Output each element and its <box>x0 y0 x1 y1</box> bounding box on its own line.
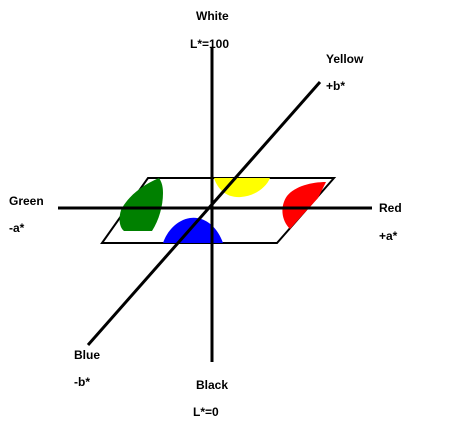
white-label: White <box>196 9 229 23</box>
blue-region <box>163 217 223 243</box>
red-label: Red <box>379 201 402 215</box>
plus-a-label: +a* <box>379 229 398 243</box>
yellow-label: Yellow <box>326 52 364 66</box>
green-region <box>119 178 163 231</box>
l-0-label: L*=0 <box>193 405 219 419</box>
blue-label: Blue <box>74 348 101 362</box>
minus-a-label: -a* <box>9 221 25 235</box>
minus-b-label: -b* <box>74 375 90 389</box>
b-axis <box>86 81 322 346</box>
yellow-region <box>214 178 270 198</box>
black-label: Black <box>196 378 229 392</box>
green-label: Green <box>9 194 44 208</box>
l-100-label: L*=100 <box>190 37 230 51</box>
plus-b-label: +b* <box>326 79 346 93</box>
red-region <box>282 182 326 229</box>
